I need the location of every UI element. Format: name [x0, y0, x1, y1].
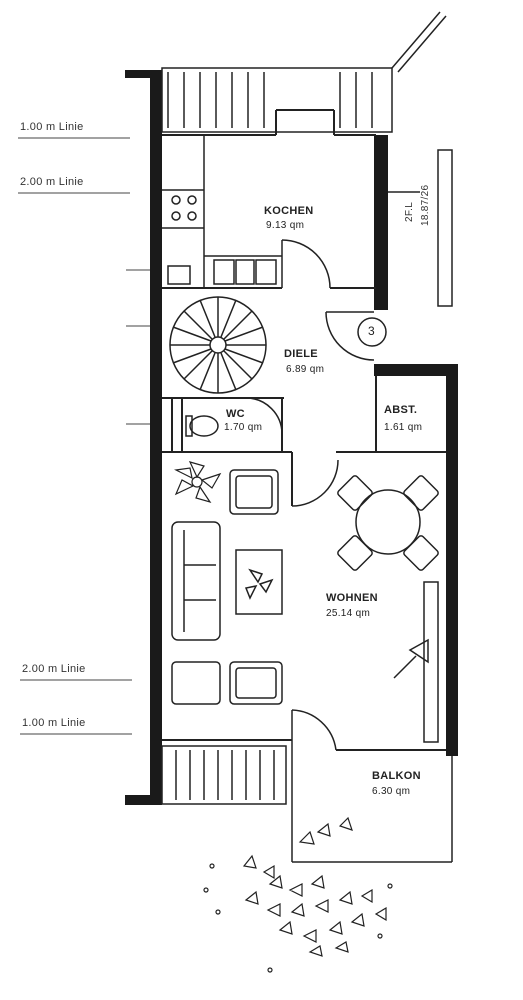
height-line-label-bottom-1: 1.00 m Linie [22, 717, 86, 729]
balcony-outline [291, 750, 453, 863]
bottom-stairs [161, 745, 287, 805]
living-door [291, 459, 339, 507]
dining-table [337, 475, 439, 571]
room-name-kochen: KOCHEN [264, 205, 314, 217]
room-area-balkon: 6.30 qm [372, 786, 411, 797]
marker-number: 3 [368, 324, 375, 338]
kitchen-counter [162, 135, 282, 288]
balcony-door [291, 709, 337, 751]
section-label-b: 18.87/26 [420, 184, 431, 226]
coffee-table [235, 549, 283, 615]
room-name-wohnen: WOHNEN [326, 592, 378, 604]
entrance-door [325, 311, 387, 361]
interior-walls [162, 109, 446, 751]
height-line-ticks [18, 137, 150, 735]
toilet-fixture [185, 415, 219, 437]
top-balcony-railing [161, 11, 447, 133]
room-name-balkon: BALKON [372, 770, 421, 782]
outer-walls [125, 70, 458, 805]
room-area-wohnen: 25.14 qm [326, 608, 371, 619]
room-name-wc: WC [226, 408, 245, 420]
armchair-top [229, 469, 279, 515]
height-line-label-top-1: 1.00 m Linie [20, 121, 84, 133]
room-name-diele: DIELE [284, 348, 318, 360]
height-line-label-bottom-2: 2.00 m Linie [22, 663, 86, 675]
marker-circle [357, 317, 387, 347]
height-line-label-top-2: 2.00 m Linie [20, 176, 84, 188]
wc-door [245, 397, 283, 435]
room-name-abst: ABST. [384, 404, 418, 416]
kitchen-door [281, 239, 331, 289]
sofa [171, 521, 221, 641]
room-area-diele: 6.89 qm [286, 364, 325, 375]
room-area-abst: 1.61 qm [384, 422, 423, 433]
garden-plants [203, 816, 393, 973]
sideboard [393, 581, 439, 743]
section-label-a: 2F.L [404, 201, 415, 222]
section-marker [388, 149, 453, 307]
room-area-wc: 1.70 qm [224, 422, 263, 433]
spiral-staircase [169, 296, 267, 394]
room-area-kochen: 9.13 qm [266, 220, 305, 231]
plant-icon [174, 461, 222, 504]
armchair-bottom [171, 661, 283, 705]
